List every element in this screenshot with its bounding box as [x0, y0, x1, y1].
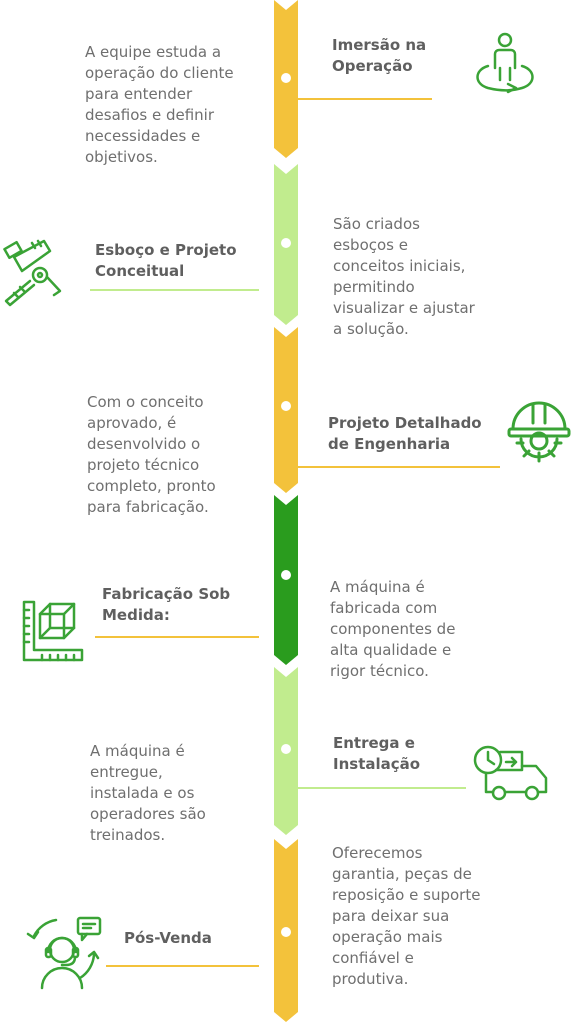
- step-4-title-line2: Medida:: [102, 606, 170, 624]
- step-2-title: Esboço e Projeto Conceitual: [95, 240, 237, 282]
- step-6-description: Oferecemos garantia, peças de reposição …: [332, 844, 481, 988]
- timeline-segment-3: [274, 327, 298, 495]
- connector-line-4: [95, 636, 259, 638]
- cube-ruler-icon: [18, 596, 88, 671]
- step-3-title: Projeto Detalhado de Engenharia: [328, 413, 482, 455]
- step-5-description: A máquina é entregue, instalada e os ope…: [90, 742, 206, 844]
- step-2-title-line1: Esboço e Projeto: [95, 241, 237, 259]
- connector-line-2: [90, 289, 259, 291]
- step-5-title-line1: Entrega e: [333, 734, 415, 752]
- delivery-truck-clock-icon: [472, 742, 552, 809]
- step-2-description: São criados esboços e conceitos iniciais…: [333, 215, 475, 338]
- step-4-title-line1: Fabricação Sob: [102, 585, 231, 603]
- step-3-title-line2: de Engenharia: [328, 435, 451, 453]
- step-1-title-line2: Operação: [332, 57, 413, 75]
- timeline-dot-5: [281, 744, 291, 754]
- timeline-dot-3: [281, 401, 291, 411]
- step-1-title: Imersão na Operação: [332, 35, 426, 77]
- step-5-title: Entrega e Instalação: [333, 733, 420, 775]
- step-4-description: A máquina é fabricada com componentes de…: [330, 578, 456, 680]
- timeline-segment-4: [274, 495, 298, 667]
- timeline-dot-4: [281, 570, 291, 580]
- connector-line-1: [298, 98, 432, 100]
- step-1-title-line1: Imersão na: [332, 36, 427, 54]
- hardhat-gear-icon: [503, 395, 575, 472]
- connector-line-6: [106, 965, 259, 967]
- connector-line-3: [298, 466, 500, 468]
- step-2-title-line2: Conceitual: [95, 262, 185, 280]
- step-3-title-line1: Projeto Detalhado: [328, 414, 482, 432]
- step-3-description: Com o conceito aprovado, é desenvolvido …: [87, 393, 216, 516]
- step-1-description: A equipe estuda a operação do cliente pa…: [85, 43, 234, 166]
- step-5-title-line2: Instalação: [333, 755, 421, 773]
- person-rotation-icon: [470, 30, 540, 105]
- step-6-title-line1: Pós-Venda: [124, 929, 212, 947]
- timeline-dot-2: [281, 238, 291, 248]
- timeline-dot-6: [281, 927, 291, 937]
- support-agent-icon: [20, 912, 106, 997]
- timeline-dot-1: [281, 73, 291, 83]
- step-6-title: Pós-Venda: [124, 928, 212, 949]
- drafting-tools-icon: [0, 237, 70, 312]
- step-4-title: Fabricação Sob Medida:: [102, 584, 230, 626]
- connector-line-5: [298, 787, 466, 789]
